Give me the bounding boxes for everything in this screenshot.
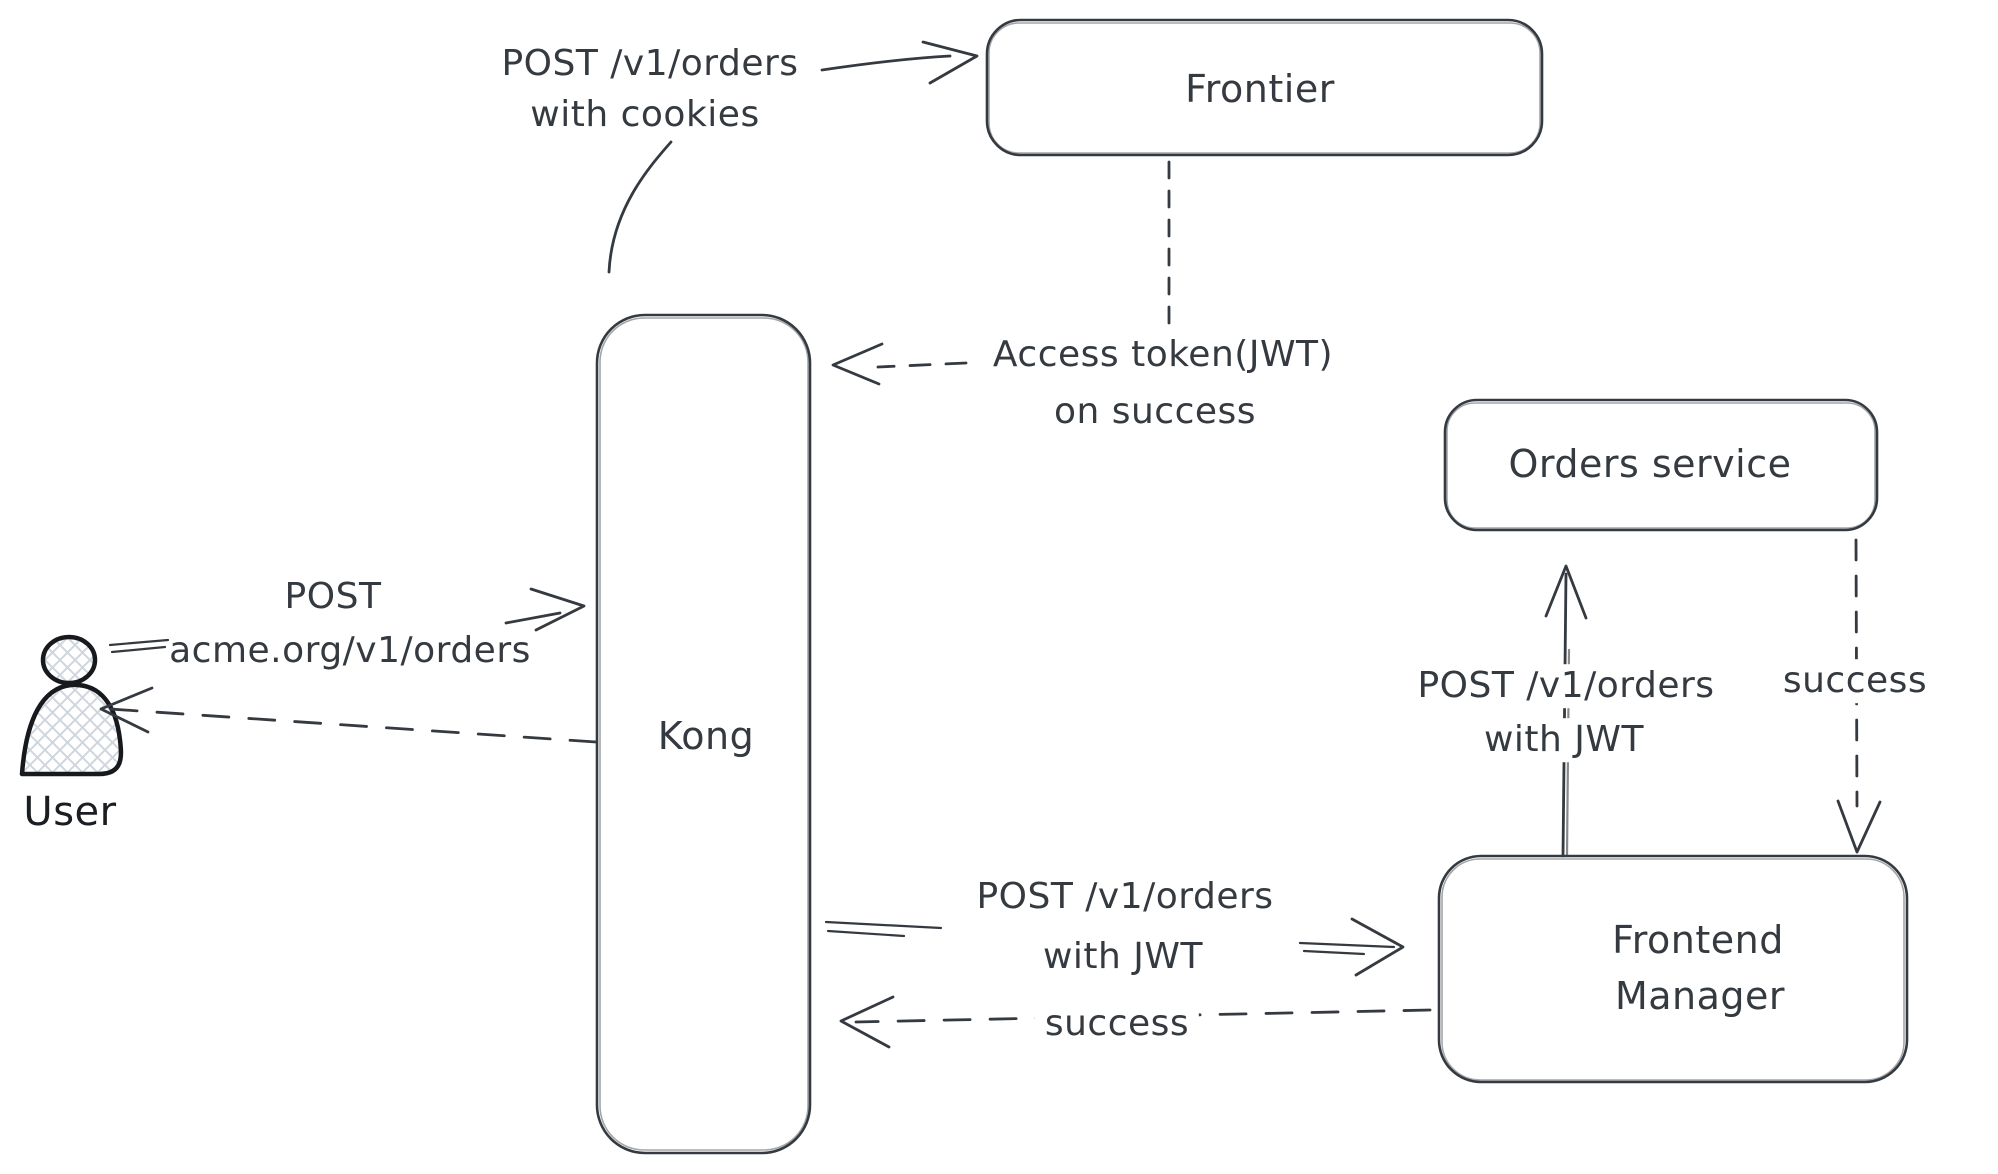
arrowhead-left-icon bbox=[99, 686, 154, 734]
arrowhead-right-icon bbox=[921, 40, 979, 85]
edge-label-orders-to-frontend-manager-success: success bbox=[1772, 659, 1938, 703]
kong-to-frontend-manager-arrow bbox=[824, 917, 1405, 977]
node-label-frontier: Frontier bbox=[1185, 67, 1335, 112]
user-body bbox=[19, 682, 124, 777]
edge-label-frontend-manager-to-orders-line2: with JWT bbox=[1473, 718, 1655, 762]
user-head bbox=[40, 634, 98, 686]
edge-label-frontend-manager-to-kong-success: success bbox=[1034, 1002, 1200, 1046]
arrowhead-right-icon bbox=[1350, 917, 1405, 977]
user-figure bbox=[19, 634, 124, 777]
arrowhead-left-icon bbox=[831, 342, 884, 386]
node-label-user: User bbox=[23, 789, 117, 835]
kong-to-user-arrow bbox=[99, 686, 598, 744]
orders-to-frontend-manager-arrow bbox=[1836, 538, 1882, 854]
edge-label-frontier-to-kong-line1: Access token(JWT) bbox=[992, 334, 1334, 376]
frontend-manager-box bbox=[1437, 854, 1909, 1084]
node-label-orders-service: Orders service bbox=[1508, 442, 1792, 487]
edge-label-kong-to-frontier-line2: with cookies bbox=[530, 94, 760, 136]
arrowhead-down-icon bbox=[1836, 799, 1882, 854]
frontend-manager-to-orders-arrow bbox=[1544, 564, 1588, 858]
user-to-kong-arrow bbox=[108, 587, 586, 654]
edge-label-user-to-kong-line1: POST bbox=[284, 576, 382, 618]
frontier-to-kong-arrow bbox=[831, 160, 1171, 386]
frontier-box bbox=[985, 18, 1544, 157]
kong-box bbox=[595, 313, 812, 1155]
arrowhead-up-icon bbox=[1544, 564, 1588, 620]
node-label-frontend-manager-line2: Manager bbox=[1614, 974, 1786, 1019]
arrowhead-right-icon bbox=[529, 587, 586, 632]
edge-label-user-to-kong-line2: acme.org/v1/orders bbox=[169, 630, 531, 672]
kong-to-frontier-arrow bbox=[607, 40, 979, 274]
arrowhead-left-icon bbox=[839, 995, 895, 1049]
node-label-kong: Kong bbox=[657, 714, 755, 759]
edge-label-kong-to-frontier-line1: POST /v1/orders bbox=[501, 43, 799, 85]
edge-label-frontend-manager-to-orders-line1: POST /v1/orders bbox=[1407, 664, 1725, 708]
edge-label-kong-to-frontend-manager-line2: with JWT bbox=[1042, 936, 1204, 978]
orders-service-box bbox=[1443, 398, 1879, 532]
node-label-frontend-manager-line1: Frontend bbox=[1612, 918, 1784, 963]
edge-label-frontier-to-kong-line2: on success bbox=[1053, 391, 1257, 433]
edge-label-kong-to-frontend-manager-line1: POST /v1/orders bbox=[976, 876, 1274, 918]
